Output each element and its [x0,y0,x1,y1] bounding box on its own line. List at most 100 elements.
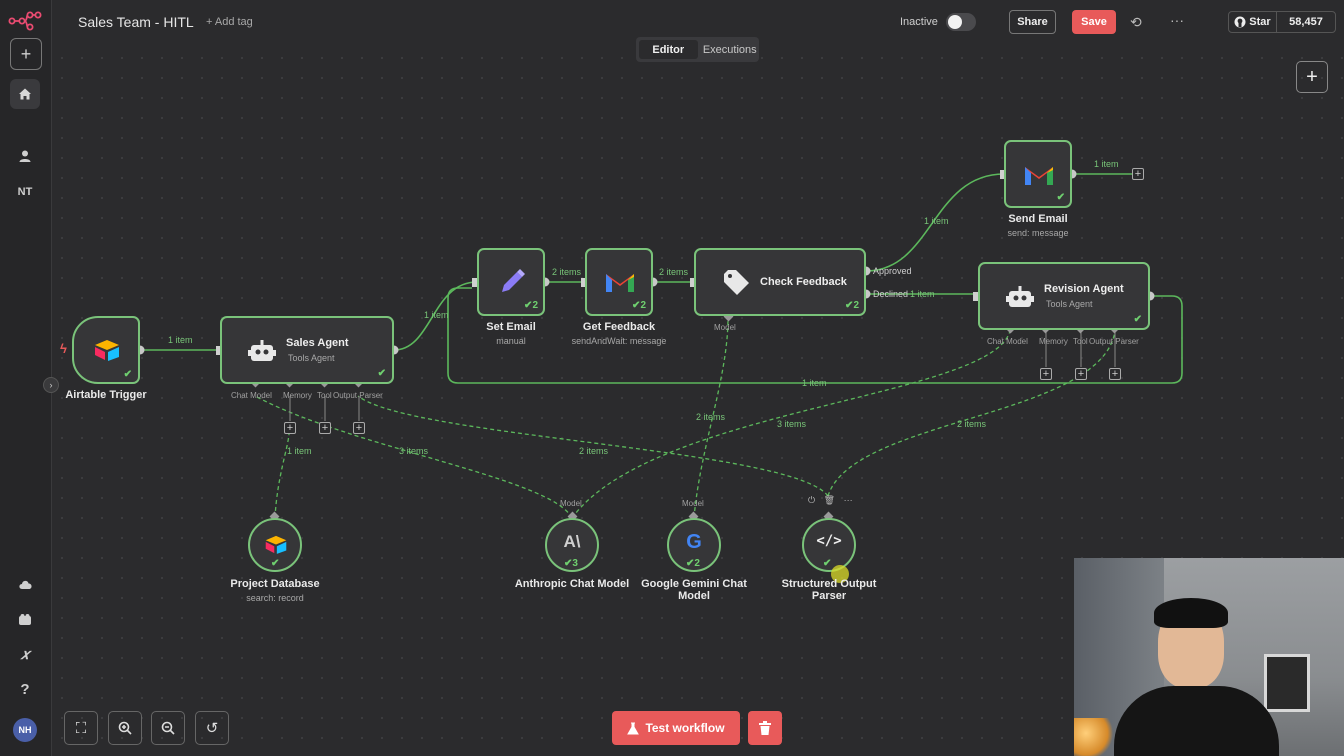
active-toggle[interactable] [946,13,976,31]
tab-editor[interactable]: Editor [639,40,698,59]
node-airtable-trigger[interactable]: ✔ [72,316,140,384]
connections-layer [135,169,1183,522]
edge-label: 3 items [399,446,429,456]
avatar[interactable]: NH [13,718,37,742]
success-check-icon: ✔2 [632,300,646,311]
node-revision-agent[interactable]: Revision Agent Tools Agent ✔ [978,262,1150,330]
port-model: Model [714,323,736,332]
node-send-email[interactable]: ✔ [1004,140,1072,208]
node-anthropic-chat-model[interactable]: A\ ✔3 [545,518,599,572]
tab-executions[interactable]: Executions [702,43,757,56]
node-subtitle: Tools Agent [288,353,335,363]
n8n-logo-icon[interactable] [8,10,42,32]
variables-icon: 𝑥 [20,645,30,663]
reset-zoom-icon: ↺ [205,720,219,737]
puzzle-icon [19,613,31,625]
save-button[interactable]: Save [1072,10,1116,34]
clear-execution-button[interactable] [748,711,782,745]
edge-anthropic-revision [571,330,1011,519]
zoom-in-icon [118,721,132,735]
chevron-right-icon: › [49,380,53,390]
templates-button[interactable] [10,604,40,634]
success-check-icon: ✔ [1133,314,1142,325]
node-subtitle: manual [496,336,526,346]
edge-revision-loop [447,287,1183,384]
code-icon: </> [816,533,842,549]
cloud-icon [18,580,32,589]
add-tag-link[interactable]: + Add tag [206,16,253,28]
user-icon [19,150,31,162]
fit-view-button[interactable]: ⛶ [64,711,98,745]
port-chat-model: Chat Model [987,337,1028,346]
port-tool: Tool [317,391,332,400]
node-project-database[interactable]: ✔ [248,518,302,572]
edge-label: 1 item [287,446,312,456]
success-check-icon: ✔3 [564,558,578,569]
run-count: 2 [532,300,538,311]
node-structured-output-parser[interactable]: </> ✔ [802,518,856,572]
add-next-node-button[interactable]: + [1132,168,1144,180]
airtable-icon [95,340,119,361]
port-model: Model [560,499,582,508]
node-title: Project Database [230,578,320,590]
port-output-parser: Output Parser [333,391,383,400]
edge-label: 1 item [910,289,935,299]
help-icon: ? [20,680,30,698]
lightning-icon: ϟ [60,341,67,356]
node-gemini-chat-model[interactable]: G ✔2 [667,518,721,572]
trash-icon[interactable]: 🗑 [823,495,836,505]
create-new-button[interactable]: + [10,38,42,70]
airtable-icon [265,535,287,554]
github-star-label: Star [1249,16,1271,28]
success-check-icon: ✔ [271,558,280,569]
variables-button[interactable]: 𝑥 [10,639,40,669]
flask-icon [627,722,640,734]
zoom-out-button[interactable] [151,711,185,745]
reset-zoom-button[interactable]: ↺ [195,711,229,745]
project-initials: NT [17,186,33,198]
test-workflow-button[interactable]: Test workflow [612,711,740,745]
cloud-button[interactable] [10,569,40,599]
node-subtitle: search: record [246,593,304,603]
port-output-parser: Output Parser [1089,337,1139,346]
add-tool-button[interactable]: + [1075,368,1087,380]
success-check-icon: ✔ [377,368,386,379]
node-get-feedback[interactable]: ✔2 [585,248,653,316]
workflow-title[interactable]: Sales Team - HITL [78,14,194,30]
expand-sidebar-button[interactable]: › [43,377,59,393]
add-parser-button[interactable]: + [353,422,365,434]
github-star-button[interactable]: Star 58,457 [1228,11,1336,33]
personal-button[interactable] [10,141,40,171]
edge-parser-sales [357,395,829,497]
power-icon[interactable]: ⏻ [808,495,816,505]
success-check-icon: ✔ [1056,192,1065,203]
node-set-email[interactable]: ✔2 [477,248,545,316]
success-check-icon: ✔2 [845,300,859,311]
success-check-icon: ✔ [823,558,832,569]
add-node-button[interactable]: + [1296,61,1328,93]
node-title: Sales Agent [286,337,349,349]
add-tool-button[interactable]: + [319,422,331,434]
add-memory-button[interactable]: + [1040,368,1052,380]
share-button[interactable]: Share [1009,10,1056,34]
node-check-feedback[interactable]: Check Feedback ✔2 [694,248,866,316]
zoom-in-button[interactable] [108,711,142,745]
add-parser-button[interactable]: + [1109,368,1121,380]
project-nt-button[interactable]: NT [10,177,40,207]
help-button[interactable]: ? [10,674,40,704]
more-icon[interactable]: ··· [1170,12,1184,28]
history-icon[interactable]: ⟲ [1130,14,1142,30]
cursor-highlight [831,565,849,583]
github-star: Star [1229,12,1277,32]
more-icon[interactable]: ··· [843,495,853,505]
edge-sales-setemail [393,281,478,351]
node-title: Get Feedback [582,321,656,333]
node-sales-agent[interactable]: Sales Agent Tools Agent ✔ [220,316,394,384]
success-check-icon: ✔ [123,369,132,380]
output-declined: Declined [873,289,909,299]
add-memory-button[interactable]: + [284,422,296,434]
run-count: 2 [640,300,646,311]
toggle-knob [948,15,962,29]
run-count: 3 [572,558,578,569]
home-button[interactable] [10,79,40,109]
